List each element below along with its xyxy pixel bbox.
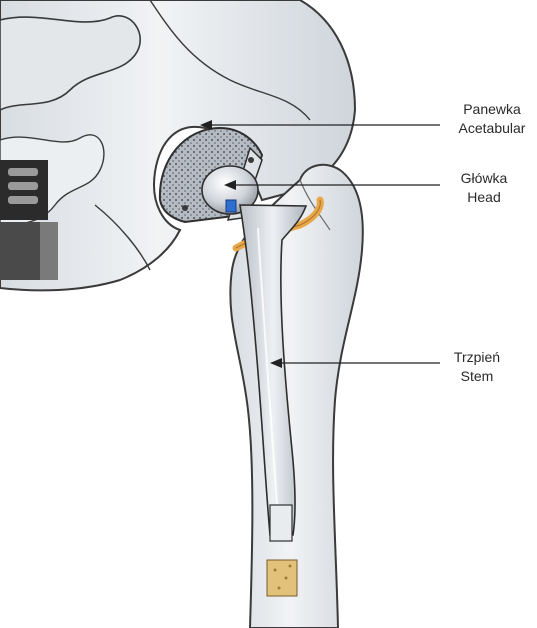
label-stem-pl: Trzpień xyxy=(446,348,508,367)
cement-plug xyxy=(267,560,297,596)
label-stem: Trzpień Stem xyxy=(446,348,508,386)
label-acetabular-pl: Panewka xyxy=(447,100,537,119)
label-head-pl: Główka xyxy=(448,169,520,188)
label-stem-en: Stem xyxy=(446,367,508,386)
label-head-en: Head xyxy=(448,188,520,207)
label-acetabular-en: Acetabular xyxy=(447,119,537,138)
label-head: Główka Head xyxy=(448,169,520,207)
label-acetabular: Panewka Acetabular xyxy=(447,100,537,138)
